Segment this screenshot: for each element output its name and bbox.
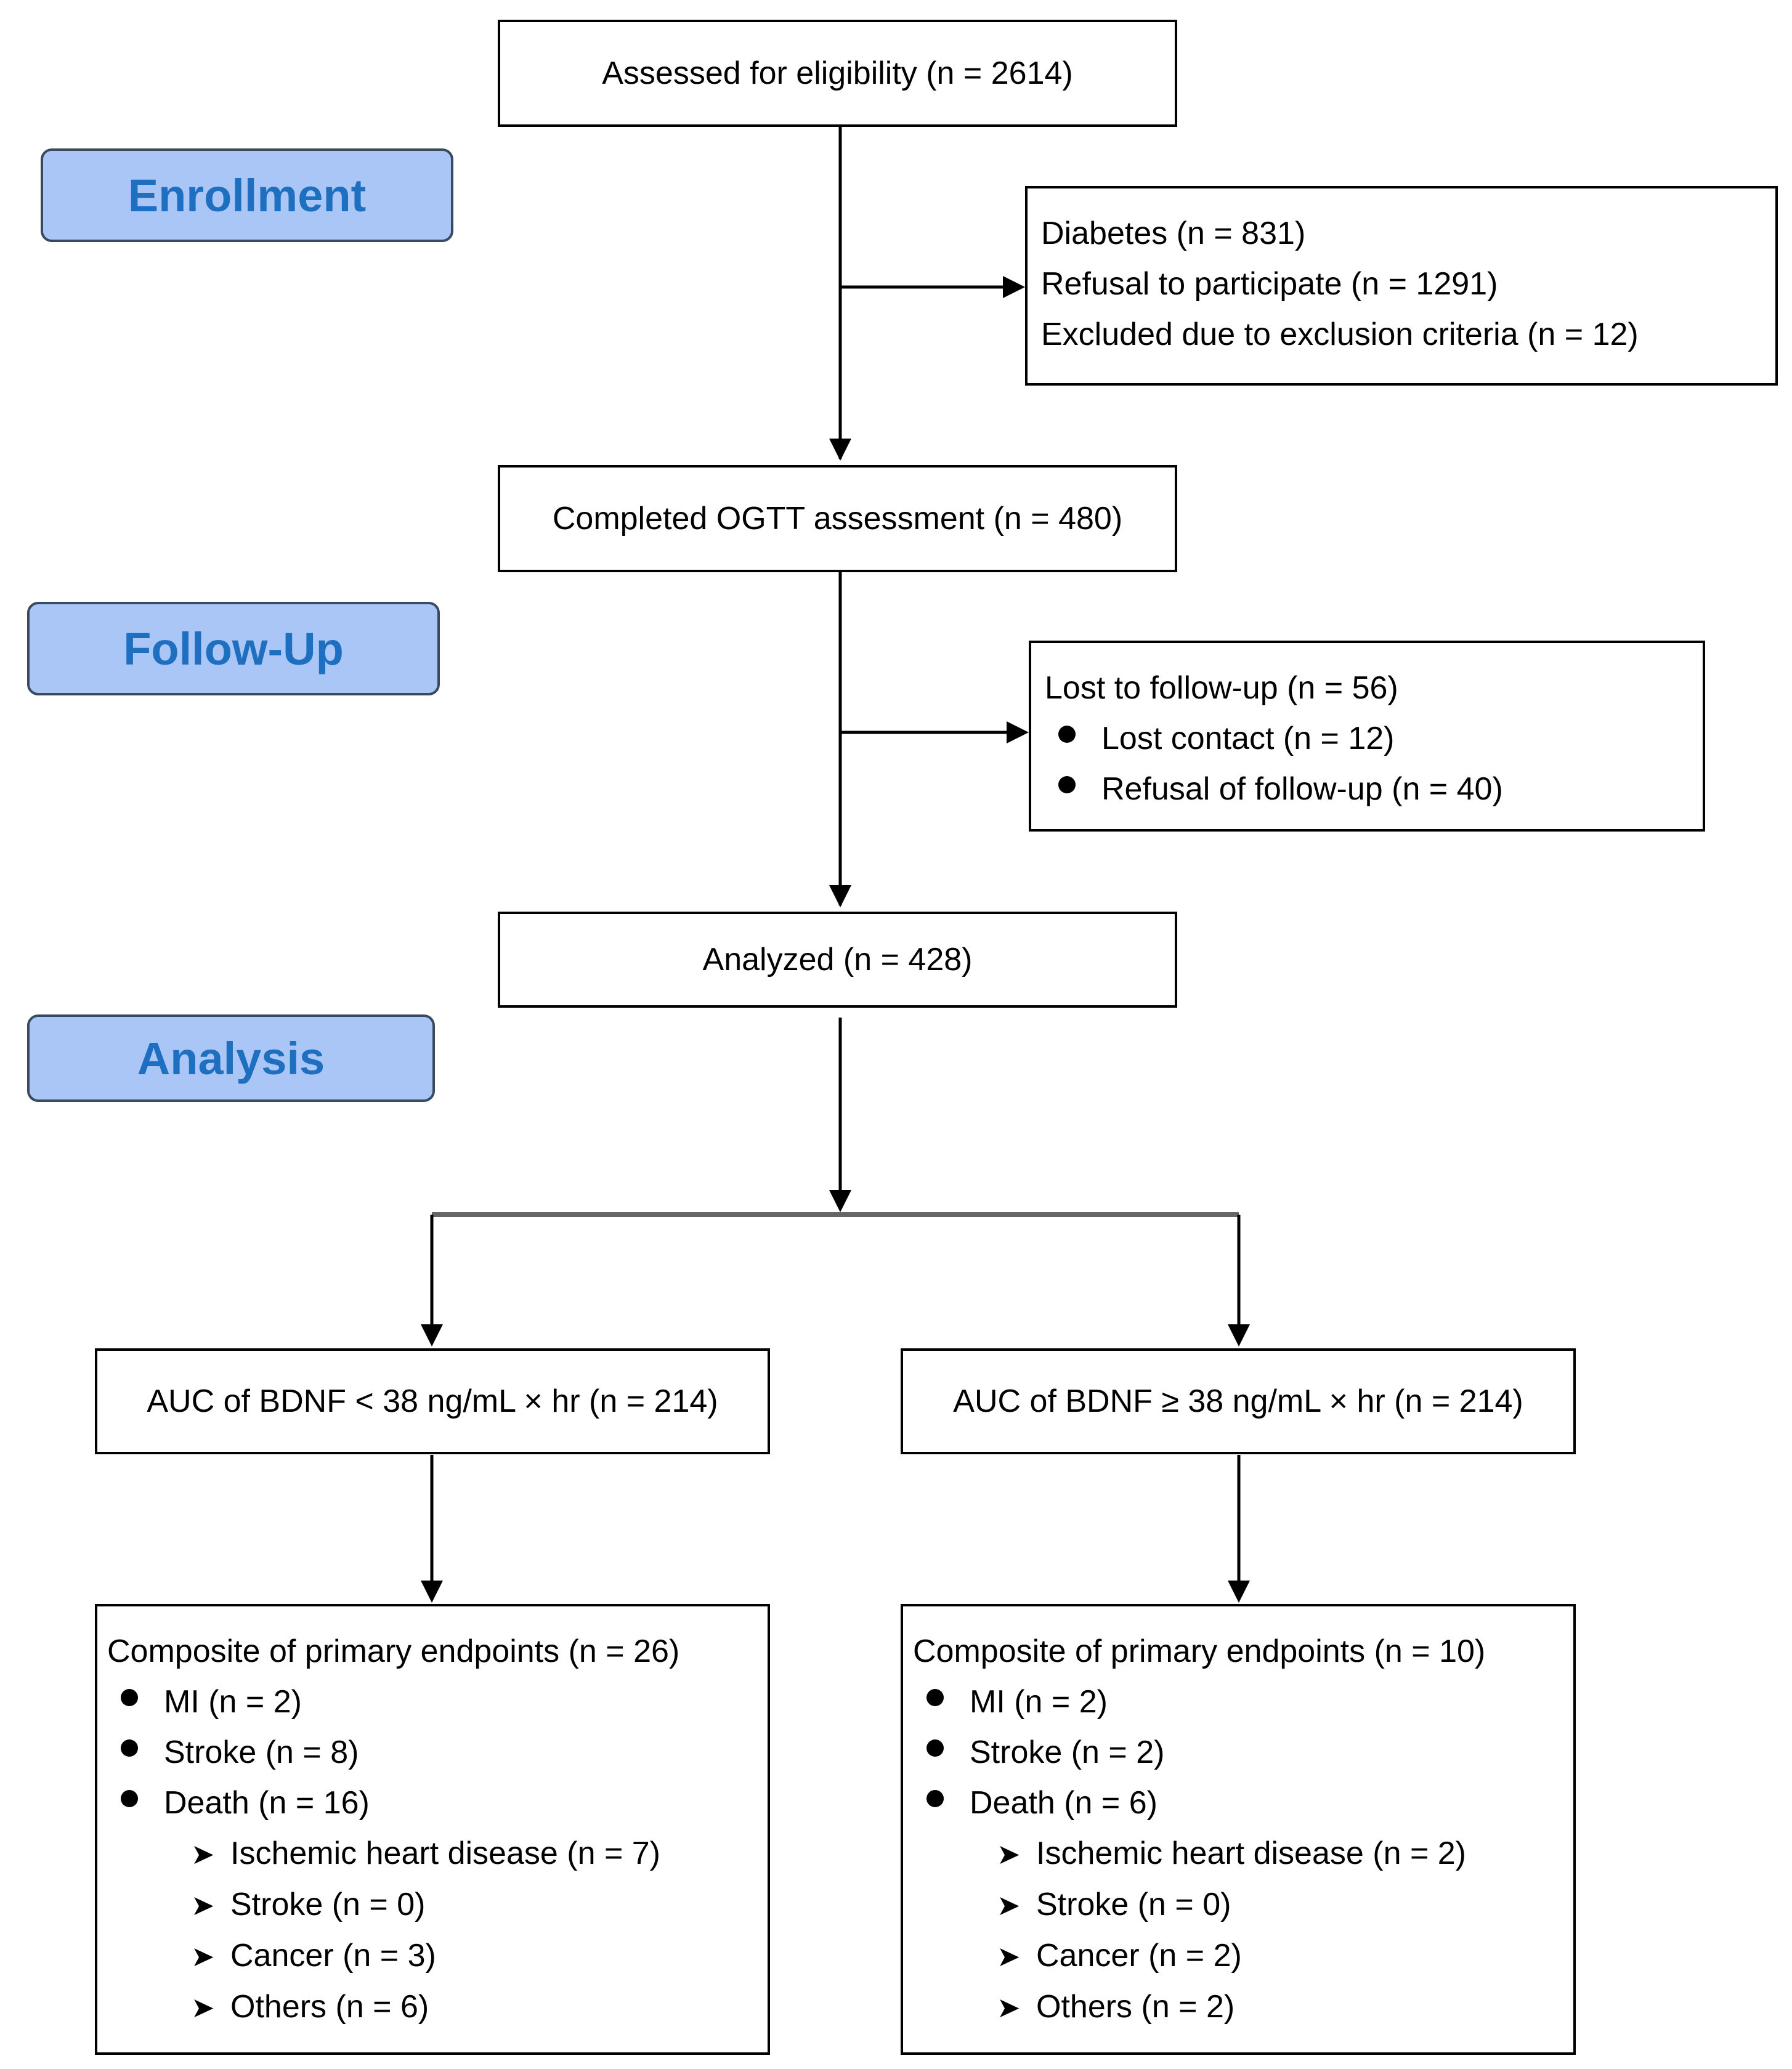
outcomes-low-death: Death (n = 16)	[164, 1785, 370, 1821]
list-item: Death (n = 6)	[913, 1778, 1560, 1828]
box-assessed: Assessed for eligibility (n = 2614)	[498, 20, 1177, 127]
list-item: Stroke (n = 8)	[107, 1727, 754, 1778]
outcomes-low-cause-ihd: Ischemic heart disease (n = 7)	[230, 1836, 660, 1871]
list-item: ➤ Cancer (n = 3)	[107, 1930, 754, 1982]
stage-analysis: Analysis	[27, 1014, 435, 1102]
stage-analysis-label: Analysis	[137, 1032, 325, 1084]
chevron-right-icon: ➤	[191, 1889, 215, 1921]
box-lost-follow-up: Lost to follow-up (n = 56) Lost contact …	[1029, 641, 1705, 832]
list-item: ➤ Stroke (n = 0)	[913, 1879, 1560, 1930]
box-group-high: AUC of BDNF ≥ 38 ng/mL × hr (n = 214)	[901, 1348, 1576, 1454]
chevron-right-icon: ➤	[191, 1991, 215, 2023]
excluded-criteria: Excluded due to exclusion criteria (n = …	[1041, 317, 1639, 352]
lost-item: Lost contact (n = 12)	[1045, 713, 1689, 764]
outcomes-high-cause-cancer: Cancer (n = 2)	[1036, 1938, 1242, 1974]
list-item: ➤ Others (n = 6)	[107, 1982, 754, 2033]
outcomes-high-title: Composite of primary endpoints (n = 10)	[913, 1634, 1486, 1669]
group-high-text: AUC of BDNF ≥ 38 ng/mL × hr (n = 214)	[953, 1383, 1523, 1419]
outcomes-high-cause-ihd: Ischemic heart disease (n = 2)	[1036, 1836, 1466, 1871]
box-excluded: Diabetes (n = 831) Refusal to participat…	[1025, 186, 1778, 386]
box-outcomes-high: Composite of primary endpoints (n = 10) …	[901, 1604, 1576, 2055]
list-item: ➤ Cancer (n = 2)	[913, 1930, 1560, 1982]
box-ogtt: Completed OGTT assessment (n = 480)	[498, 465, 1177, 572]
box-group-low: AUC of BDNF < 38 ng/mL × hr (n = 214)	[95, 1348, 770, 1454]
outcomes-low-mi: MI (n = 2)	[164, 1684, 302, 1720]
outcomes-low-cause-cancer: Cancer (n = 3)	[230, 1938, 436, 1974]
outcomes-low-cause-stroke: Stroke (n = 0)	[230, 1887, 426, 1922]
outcomes-high-cause-others: Others (n = 2)	[1036, 1989, 1235, 2025]
outcomes-high-cause-stroke: Stroke (n = 0)	[1036, 1887, 1231, 1922]
outcomes-high-mi: MI (n = 2)	[970, 1684, 1108, 1720]
list-item: ➤ Ischemic heart disease (n = 2)	[913, 1828, 1560, 1879]
outcomes-low-cause-others: Others (n = 6)	[230, 1989, 429, 2025]
ogtt-text: Completed OGTT assessment (n = 480)	[552, 501, 1123, 536]
stage-follow-up-label: Follow-Up	[123, 623, 344, 674]
chevron-right-icon: ➤	[191, 1838, 215, 1870]
list-item: ➤ Stroke (n = 0)	[107, 1879, 754, 1930]
outcomes-high-stroke: Stroke (n = 2)	[970, 1735, 1165, 1770]
chevron-right-icon: ➤	[997, 1838, 1021, 1870]
chevron-right-icon: ➤	[997, 1991, 1021, 2023]
lost-contact: Lost contact (n = 12)	[1101, 721, 1395, 756]
lost-item: Refusal of follow-up (n = 40)	[1045, 764, 1689, 814]
list-item: ➤ Ischemic heart disease (n = 7)	[107, 1828, 754, 1879]
lost-title: Lost to follow-up (n = 56)	[1045, 670, 1398, 706]
chevron-right-icon: ➤	[997, 1889, 1021, 1921]
outcomes-low-stroke: Stroke (n = 8)	[164, 1735, 359, 1770]
excluded-diabetes: Diabetes (n = 831)	[1041, 216, 1306, 251]
stage-enrollment: Enrollment	[41, 148, 453, 242]
lost-refusal: Refusal of follow-up (n = 40)	[1101, 771, 1503, 807]
group-low-text: AUC of BDNF < 38 ng/mL × hr (n = 214)	[147, 1383, 718, 1419]
excluded-refusal: Refusal to participate (n = 1291)	[1041, 266, 1498, 302]
list-item: ➤ Others (n = 2)	[913, 1982, 1560, 2033]
stage-follow-up: Follow-Up	[27, 602, 440, 695]
list-item: Stroke (n = 2)	[913, 1727, 1560, 1778]
list-item: MI (n = 2)	[107, 1677, 754, 1727]
list-item: Death (n = 16)	[107, 1778, 754, 1828]
outcomes-high-death: Death (n = 6)	[970, 1785, 1158, 1821]
outcomes-low-title: Composite of primary endpoints (n = 26)	[107, 1634, 680, 1669]
box-outcomes-low: Composite of primary endpoints (n = 26) …	[95, 1604, 770, 2055]
stage-enrollment-label: Enrollment	[128, 169, 367, 221]
list-item: MI (n = 2)	[913, 1677, 1560, 1727]
analyzed-text: Analyzed (n = 428)	[702, 942, 973, 978]
box-analyzed: Analyzed (n = 428)	[498, 912, 1177, 1008]
assessed-text: Assessed for eligibility (n = 2614)	[602, 55, 1073, 91]
chevron-right-icon: ➤	[191, 1940, 215, 1972]
chevron-right-icon: ➤	[997, 1940, 1021, 1972]
